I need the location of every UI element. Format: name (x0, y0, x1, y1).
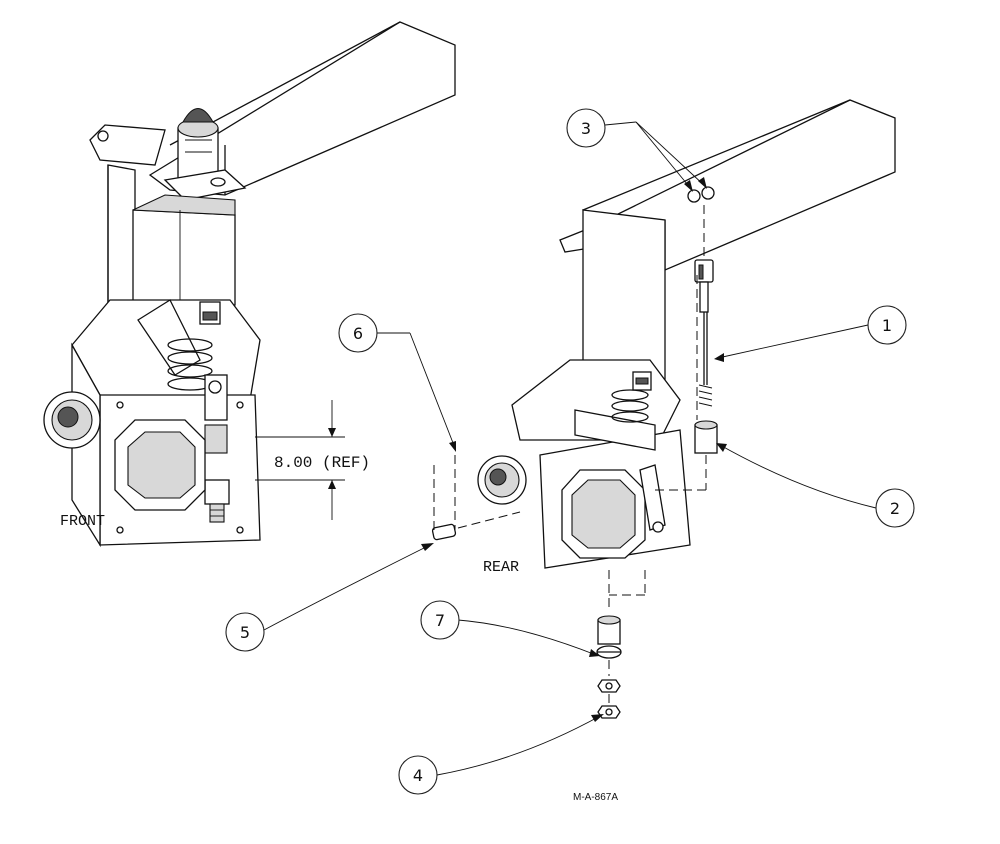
front-top-plate (89, 124, 166, 166)
callout-4-label: 4 (413, 766, 423, 785)
callout-3-label: 3 (581, 119, 591, 138)
front-column (132, 209, 236, 306)
dimension-label: 8.00 (REF) (274, 454, 370, 472)
rear-coil-spring (611, 389, 649, 423)
rear-swing-link (639, 464, 666, 531)
callout-5-label: 5 (240, 623, 250, 642)
callout-2: 2 (716, 443, 915, 528)
callout-5: 5 (225, 543, 434, 652)
rear-bracket-bar (574, 409, 656, 451)
callout-3: 3 (566, 108, 707, 192)
part-4-nuts (597, 679, 621, 719)
front-bushing (204, 479, 230, 505)
rear-assembly (477, 99, 896, 569)
front-vertical-post (107, 164, 136, 316)
front-swing-arm (137, 299, 201, 376)
part-3-washers (687, 186, 715, 203)
callout-6: 6 (338, 313, 456, 452)
rear-label: REAR (483, 559, 519, 576)
callout-1-label: 1 (882, 316, 892, 335)
drawing-number: M-A-867A (573, 792, 618, 803)
callout-2-label: 2 (890, 499, 900, 518)
part-2-spacer (694, 420, 718, 454)
callout-1: 1 (714, 305, 907, 362)
front-label: FRONT (60, 513, 105, 530)
part-1-clevis-rod (694, 259, 714, 407)
dimension-annotation: 8.00 (REF) (255, 400, 370, 520)
callout-4: 4 (398, 714, 604, 795)
part-7-spacer (596, 615, 622, 659)
part-5-pin (431, 523, 457, 541)
callout-7-label: 7 (435, 611, 445, 630)
front-assembly (43, 21, 456, 548)
callout-6-label: 6 (353, 324, 363, 343)
callout-7: 7 (420, 600, 600, 657)
front-shock-dome (182, 108, 214, 123)
assembly-centerlines (433, 205, 707, 703)
front-upper-bracket (163, 169, 247, 201)
